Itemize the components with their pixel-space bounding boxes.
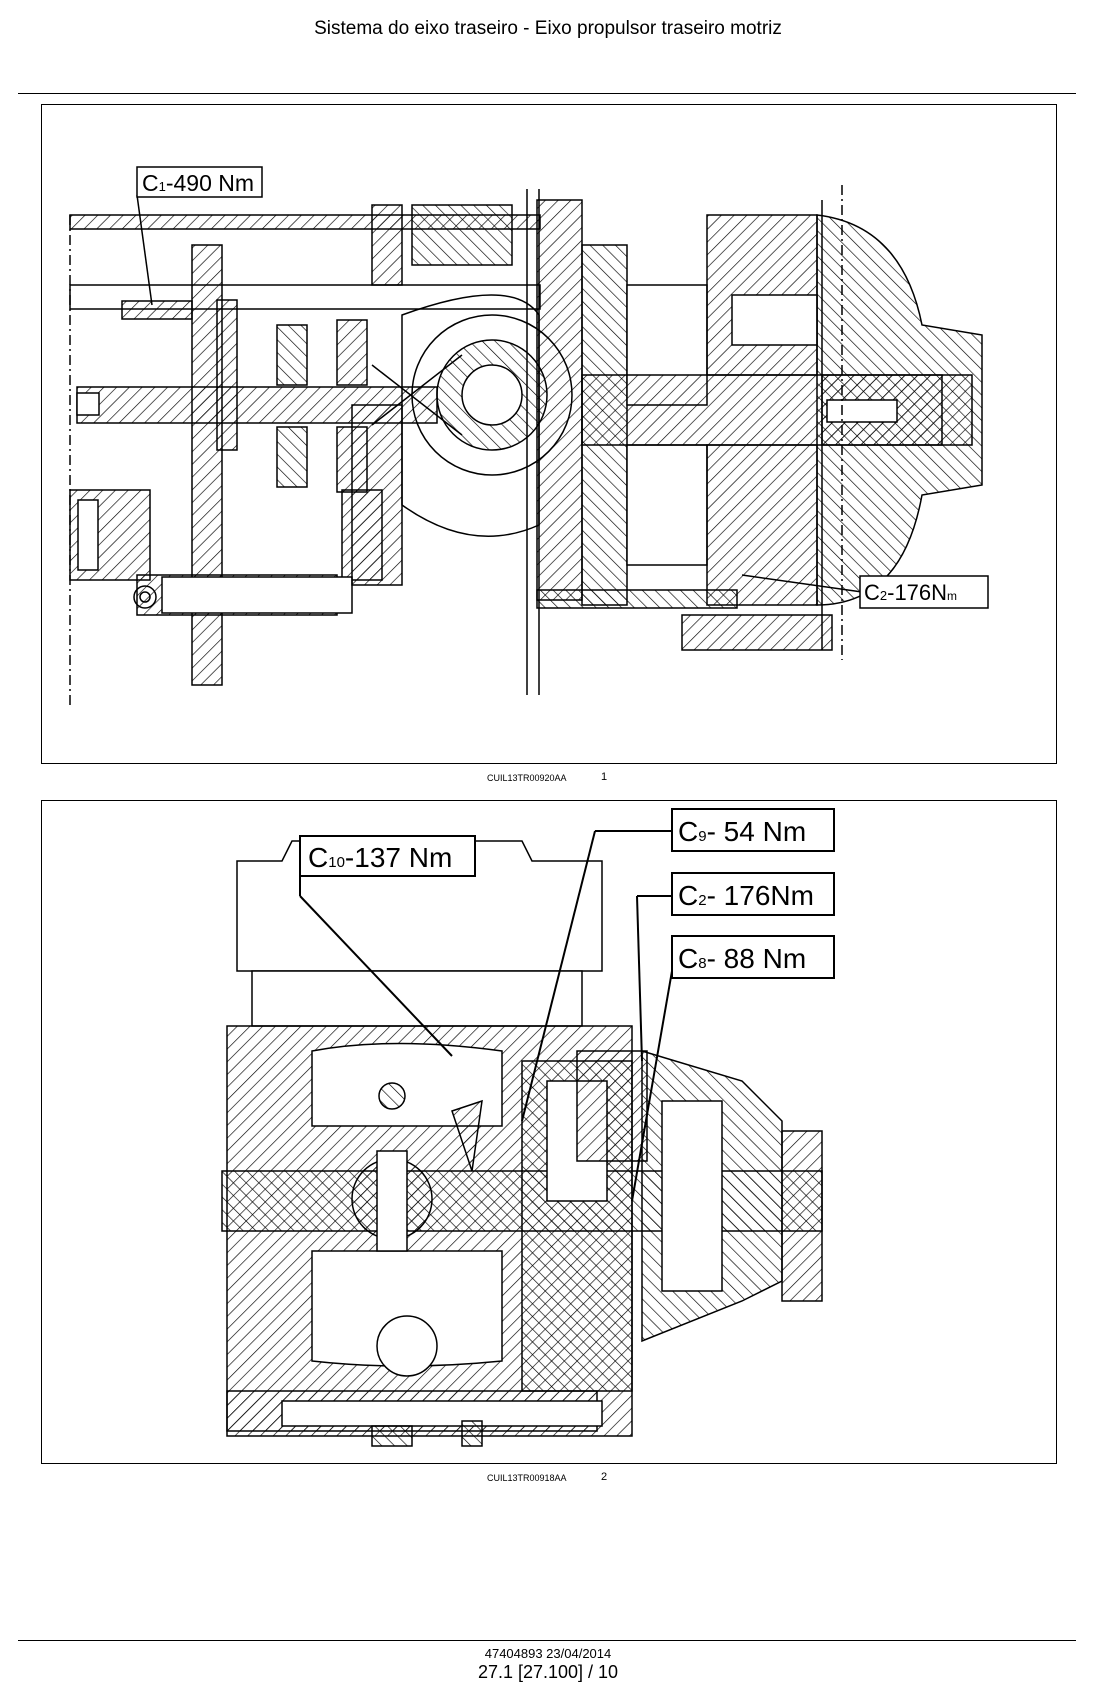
callout-c2: C2-176Nm [859,575,989,609]
figure-2-drawing: C10-137 Nm C9- 54 Nm C2- 176Nm C8- 88 Nm [221,808,835,1447]
svg-text:C1-490 Nm: C1-490 Nm [142,170,254,196]
callout-c2-sub: 2 [880,588,887,603]
figure-1: C1-490 Nm C2-176Nm [41,104,1057,764]
figure-1-number: 1 [601,771,608,783]
footer-doc: 47404893 23/04/2014 [484,1646,612,1661]
callout-c2-fig2: C2- 176Nm [671,872,835,916]
callout-c2b-value: - 176Nm [707,880,814,911]
callout-c1-value: -490 Nm [166,170,254,196]
svg-text:C2- 176Nm: C2- 176Nm [678,880,814,911]
callout-c1-letter: C [142,170,159,196]
svg-text:C8- 88 Nm: C8- 88 Nm [678,943,806,974]
callout-c1: C1-490 Nm [136,166,263,198]
figure-1-code: CUIL13TR00920AA [487,773,567,783]
svg-text:C10-137 Nm: C10-137 Nm [308,842,452,873]
figure-2-code: CUIL13TR00918AA [487,1473,567,1483]
figure-1-caption: CUIL13TR00920AA 1 [487,771,607,783]
figure-1-drawing: C1-490 Nm C2-176Nm [69,166,989,705]
callout-c2-value: -176N [887,580,947,605]
left-gearbox-drawing [69,189,573,705]
callout-c2-suffix: m [947,589,957,603]
right-hub-drawing [526,185,983,695]
callout-c9-value: - 54 Nm [707,816,807,847]
callout-c9-sub: 9 [698,828,706,845]
callout-c1-sub: 1 [159,179,166,194]
callout-c10-sub: 10 [328,854,345,871]
callout-c8-sub: 8 [698,955,706,972]
figure-2-caption: CUIL13TR00918AA 2 [487,1471,607,1483]
svg-text:C9- 54 Nm: C9- 54 Nm [678,816,806,847]
callout-c8-value: - 88 Nm [707,943,807,974]
callout-c9: C9- 54 Nm [671,808,835,852]
header-rule [18,93,1076,94]
figure-2: C10-137 Nm C9- 54 Nm C2- 176Nm C8- 88 Nm [41,800,1057,1464]
callout-c10-value: -137 Nm [345,842,452,873]
footer-page: 27.1 [27.100] / 10 [477,1662,619,1682]
differential-drawing [221,840,823,1447]
callout-c2-letter: C [864,580,880,605]
callout-c8-letter: C [678,943,698,974]
callout-c10: C10-137 Nm [299,835,476,877]
callout-c9-letter: C [678,816,698,847]
callout-c2b-sub: 2 [698,892,706,909]
callout-c10-letter: C [308,842,328,873]
figure-2-number: 2 [601,1471,608,1483]
svg-text:C2-176Nm: C2-176Nm [864,580,957,605]
footer-rule [18,1640,1076,1641]
page-title: Sistema do eixo traseiro - Eixo propulso… [314,18,782,39]
callout-c8: C8- 88 Nm [671,935,835,979]
callout-c2b-letter: C [678,880,698,911]
